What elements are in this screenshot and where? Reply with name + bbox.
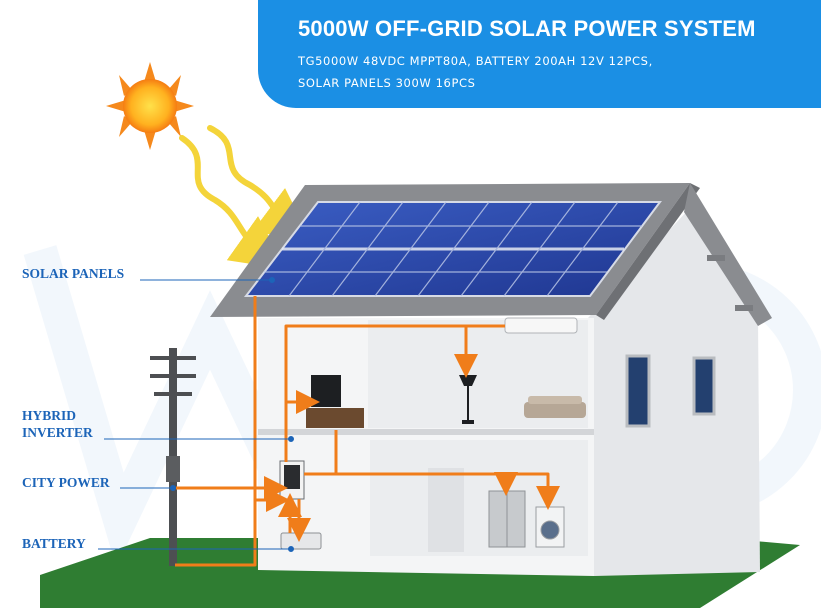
sofa bbox=[524, 396, 586, 418]
tv bbox=[311, 375, 341, 407]
roof-edge bbox=[596, 183, 700, 320]
power-wiring bbox=[175, 296, 560, 567]
callout-battery: BATTERY bbox=[22, 536, 86, 551]
panel-grid bbox=[264, 201, 642, 297]
callout-hybrid-inverter: HYBRID INVERTER bbox=[22, 407, 93, 441]
air-conditioner bbox=[504, 317, 578, 334]
sunlight-ray bbox=[207, 125, 312, 243]
callout-city-power: CITY POWER bbox=[22, 475, 110, 490]
callout-hybrid-line: HYBRID bbox=[22, 408, 77, 423]
battery-bank bbox=[280, 532, 322, 550]
vent bbox=[707, 255, 725, 261]
window bbox=[692, 356, 716, 416]
hybrid-inverter bbox=[279, 460, 305, 500]
banner-subtitle-line: TG5000W 48VDC MPPT80A, BATTERY 200AH 12V… bbox=[298, 54, 653, 68]
callout-leaders bbox=[98, 277, 294, 552]
refrigerator bbox=[488, 490, 526, 548]
roof-overhang bbox=[684, 183, 772, 326]
washing-machine bbox=[535, 506, 565, 548]
title-banner: 5000W OFF-GRID SOLAR POWER SYSTEM TG5000… bbox=[258, 0, 821, 108]
callout-inverter-line: INVERTER bbox=[22, 425, 93, 440]
door bbox=[428, 468, 464, 552]
tv-stand bbox=[306, 408, 364, 428]
callout-solar-panels: SOLAR PANELS bbox=[22, 266, 125, 281]
sunlight-ray bbox=[179, 135, 287, 270]
banner-title: 5000W OFF-GRID SOLAR POWER SYSTEM bbox=[298, 16, 756, 41]
vent bbox=[735, 305, 753, 311]
house-side-wall bbox=[588, 210, 760, 576]
banner-subtitle-line: SOLAR PANELS 300W 16PCS bbox=[298, 76, 476, 90]
utility-pole bbox=[150, 348, 196, 566]
sun-icon bbox=[106, 62, 194, 150]
window bbox=[625, 354, 651, 428]
banner-subtitle: TG5000W 48VDC MPPT80A, BATTERY 200AH 12V… bbox=[298, 50, 798, 94]
